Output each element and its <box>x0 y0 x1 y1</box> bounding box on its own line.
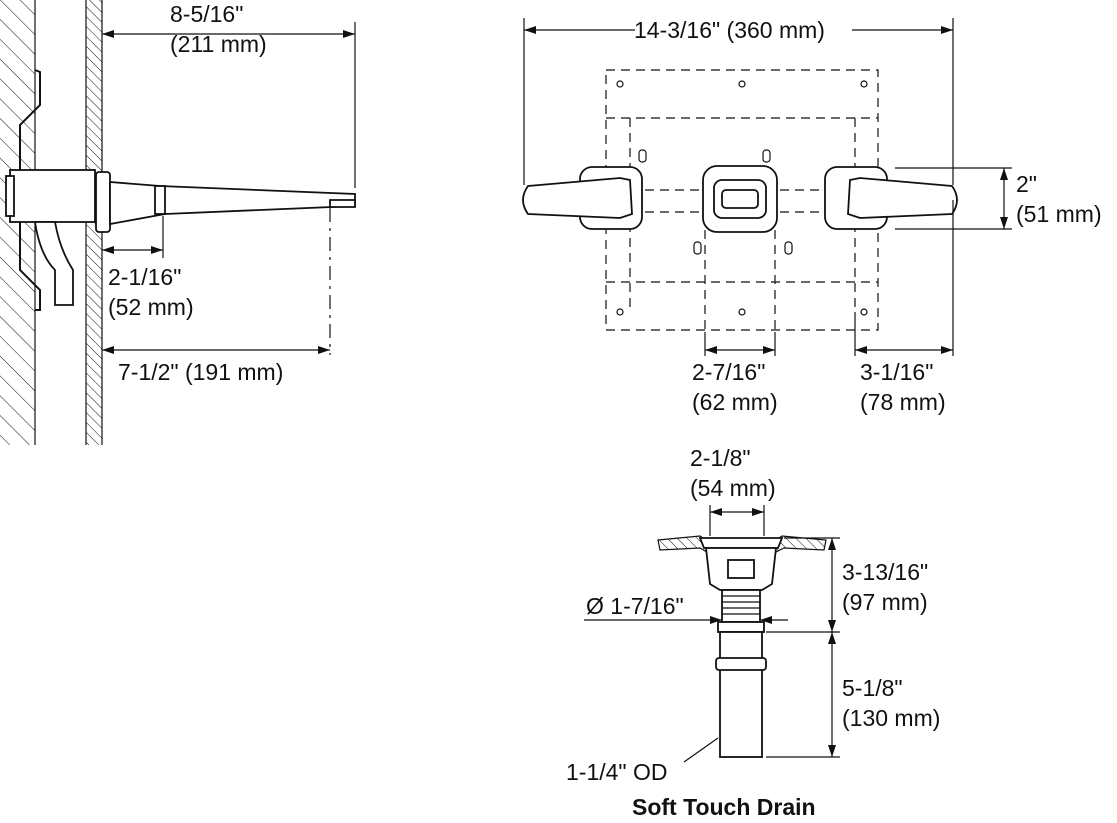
drain-flange <box>698 537 784 549</box>
escutcheon <box>95 171 111 233</box>
body-height-mm-label: (97 mm) <box>842 589 928 615</box>
supply-pipe <box>33 221 74 306</box>
side-view: 8-5/16" (211 mm) 2-1/16" (52 mm) 7-1/2" … <box>0 0 356 445</box>
handle-height-mm-label: (51 mm) <box>1016 201 1102 227</box>
flange-diameter-mm-label: (54 mm) <box>690 475 776 501</box>
spout-length-label: 8-5/16" <box>170 1 243 27</box>
left-handle-lever <box>522 177 633 219</box>
drain-tailpiece <box>719 631 763 758</box>
reach-label: 7-1/2" (191 mm) <box>118 359 283 385</box>
handle-height-label: 2" <box>1016 171 1037 197</box>
escutcheon-depth-label: 2-1/16" <box>108 264 181 290</box>
spout-plate-width-mm-label: (62 mm) <box>692 389 778 415</box>
flange-diameter-label: 2-1/8" <box>690 445 751 471</box>
drain-title: Soft Touch Drain <box>632 794 816 820</box>
overall-width-label: 14-3/16" (360 mm) <box>634 17 825 43</box>
tail-length-mm-label: (130 mm) <box>842 705 940 731</box>
body-height-label: 3-13/16" <box>842 559 928 585</box>
drain-view: 2-1/8" (54 mm) 3-13/16" (97 mm) Ø 1-7/16… <box>566 445 940 820</box>
handle-offset-mm-label: (78 mm) <box>860 389 946 415</box>
tail-od-label: 1-1/4" OD <box>566 759 667 785</box>
front-view: 14-3/16" (360 mm) 2" (51 mm) 2-7/16" (62… <box>522 17 1102 415</box>
drain-thread <box>721 589 761 623</box>
spout <box>109 181 356 226</box>
thread-diameter-label: Ø 1-7/16" <box>586 593 684 619</box>
right-handle-lever <box>847 177 958 219</box>
handle-offset-label: 3-1/16" <box>860 359 933 385</box>
spout-length-mm-label: (211 mm) <box>170 31 267 57</box>
tail-length-label: 5-1/8" <box>842 675 903 701</box>
spout-plate-width-label: 2-7/16" <box>692 359 765 385</box>
escutcheon-depth-mm-label: (52 mm) <box>108 294 194 320</box>
valve-body <box>9 169 96 223</box>
